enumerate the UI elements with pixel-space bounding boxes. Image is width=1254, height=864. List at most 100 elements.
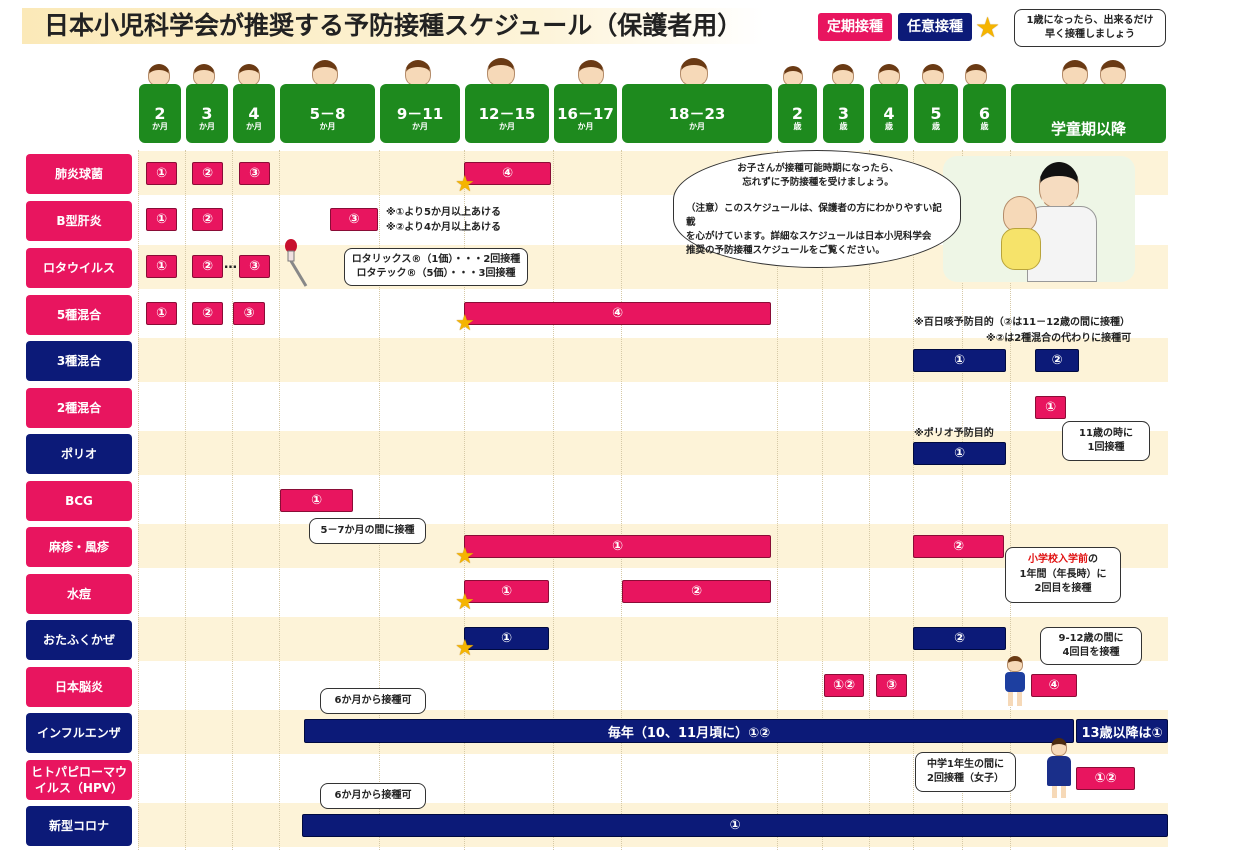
column-separator [379, 150, 380, 850]
flu-note: 6か月から接種可 [320, 688, 426, 714]
age-header-unit: か月 [412, 122, 428, 131]
rota-ellipsis: … [224, 257, 237, 272]
age-header-number: 5－8 [309, 105, 346, 123]
row-stripe [138, 617, 1168, 661]
hepb-note-1: ※①より5か月以上あける [386, 207, 501, 218]
age-header: 学童期以降 [1011, 84, 1166, 143]
bcg-note: 5－7か月の間に接種 [309, 518, 426, 544]
age-header-unit: か月 [152, 122, 168, 131]
covid-note: 6か月から接種可 [320, 783, 426, 809]
dose-3mix-1: ① [913, 349, 1006, 372]
column-separator [185, 150, 186, 850]
vaccine-label: 肺炎球菌 [26, 154, 132, 194]
legend-star-note: 1歳になったら、出来るだけ早く接種しましょう [1014, 9, 1166, 47]
dose-covid: ① [302, 814, 1168, 837]
dose-mumps-2: ② [913, 627, 1006, 650]
star-icon: ★ [975, 11, 1001, 44]
dose-bcg-1: ① [280, 489, 353, 512]
star-icon: ★ [455, 636, 475, 661]
age-header-number: 9－11 [396, 105, 444, 123]
column-separator [553, 150, 554, 850]
dose-5mix-3: ③ [233, 302, 265, 325]
dose-je-3: ③ [876, 674, 907, 697]
star-icon: ★ [455, 544, 475, 569]
column-separator [869, 150, 870, 850]
age-header-number: 5 [930, 104, 942, 123]
child-illustration [965, 64, 987, 86]
dose-pneumo-1: ① [146, 162, 177, 185]
dose-flu-13plus: 13歳以降は① [1076, 719, 1168, 743]
dropper-icon [285, 239, 308, 287]
child-illustration [312, 60, 338, 86]
column-separator [913, 150, 914, 850]
age-header-unit: か月 [319, 122, 336, 131]
vaccine-label: 3種混合 [26, 341, 132, 381]
row-stripe [138, 431, 1168, 475]
doctor-head [1039, 162, 1079, 208]
dose-mr-2: ② [913, 535, 1004, 558]
child-illustration [922, 64, 944, 86]
age-header-number: 4 [883, 104, 895, 123]
legend-routine: 定期接種 [818, 13, 892, 41]
star-icon: ★ [455, 311, 475, 336]
star-icon: ★ [455, 590, 475, 615]
vaccine-label: 2種混合 [26, 388, 132, 428]
dose-5mix-1: ① [146, 302, 177, 325]
speech-bubble [673, 150, 961, 268]
doctor-illustration [943, 156, 1135, 282]
dose-hepb-1: ① [146, 208, 177, 231]
dose-je-4: ④ [1031, 674, 1077, 697]
child-illustration [148, 64, 170, 86]
dose-hepb-3: ③ [330, 208, 378, 231]
dose-pneumo-4: ④ [464, 162, 551, 185]
child-illustration [783, 66, 803, 86]
child-illustration [878, 64, 900, 86]
rota-note: ロタリックス®（1価）・・・2回接種ロタテック®（5価）・・・3回接種 [344, 248, 528, 286]
dose-mumps-1: ① [464, 627, 549, 650]
column-separator [621, 150, 622, 850]
age-header-number: 12－15 [478, 105, 536, 123]
speech-bubble-text: お子さんが接種可能時期になったら、 忘れずに予防接種を受けましょう。 （注意）こ… [686, 163, 942, 256]
age-header-unit: 歳 [932, 122, 940, 131]
age-header-unit: か月 [499, 122, 515, 131]
child-illustration [578, 60, 604, 86]
vaccine-label: おたふくかぜ [26, 620, 132, 660]
dose-rota-2: ② [192, 255, 223, 278]
pertussis-note-1: ※百日咳予防目的（②は11－12歳の間に接種） [914, 317, 1131, 328]
vaccine-label: ヒトパピローマウイルス（HPV） [26, 760, 132, 800]
age-header-number: 2 [791, 104, 804, 123]
mr-note: 小学校入学前の 1年間（年長時）に 2回目を接種 [1005, 547, 1121, 603]
child-illustration [832, 64, 854, 86]
dose-varicella-2: ② [622, 580, 771, 603]
dose-je-1-2: ①② [824, 674, 864, 697]
dose-flu-yearly: 毎年（10、11月頃に）①② [304, 719, 1074, 743]
child-illustration [487, 58, 515, 86]
column-separator [822, 150, 823, 850]
hepb-note-2: ※②より4か月以上あける [386, 222, 501, 233]
vaccine-label: BCG [26, 481, 132, 521]
column-separator [962, 150, 963, 850]
baby-body [1001, 228, 1041, 270]
dose-pneumo-3: ③ [239, 162, 270, 185]
column-separator [464, 150, 465, 850]
age-header-number: 3 [201, 104, 213, 123]
schoolboy-illustration [1001, 656, 1029, 708]
vaccine-label: 新型コロナ [26, 806, 132, 846]
vaccine-label: ポリオ [26, 434, 132, 474]
age-header-number: 3 [837, 104, 850, 123]
age-header-number: 18－23 [668, 105, 726, 123]
child-illustration [405, 60, 431, 86]
age-header-number: 2 [154, 104, 166, 123]
